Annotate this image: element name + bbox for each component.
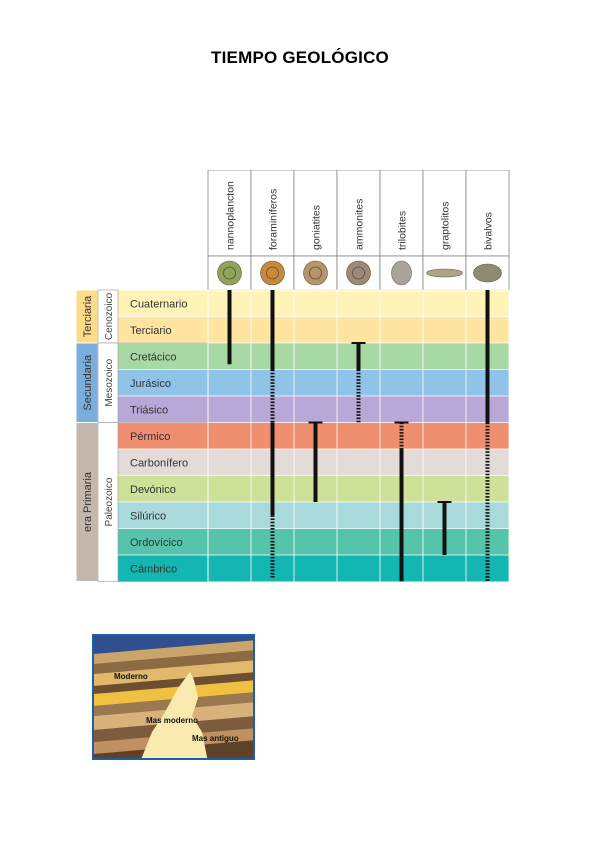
fossil-header-cell xyxy=(207,170,252,257)
modern-label: Moderno xyxy=(114,672,148,681)
subera-cell-2 xyxy=(97,422,119,582)
fossil-range-chart: nannoplancton foraminíferos goniatites ammo… xyxy=(75,170,510,582)
period-label-1: Terciario xyxy=(130,325,172,337)
subera-label-2: Paleozoico xyxy=(104,477,115,526)
period-row-1 xyxy=(118,316,509,343)
fossil-header-cell xyxy=(336,170,381,257)
era-label-0: Terciaria xyxy=(82,295,94,337)
bivalve-icon xyxy=(473,263,502,283)
period-row-0 xyxy=(118,290,509,317)
fossil-label-2: goniatites xyxy=(311,205,323,250)
subera-label-0: Cenozoico xyxy=(104,292,115,340)
page-title: TIEMPO GEOLÓGICO xyxy=(211,48,389,67)
nannoplankton-icon xyxy=(217,260,242,286)
period-label-8: Silúrico xyxy=(130,510,166,522)
fossil-header-cell xyxy=(379,170,424,257)
ammonite-icon-detail xyxy=(352,266,365,280)
older-label: Mas antiguo xyxy=(192,734,239,743)
era-label-1: Secundaria xyxy=(82,354,94,411)
strata-layer-4 xyxy=(94,672,253,694)
fossil-label-6: bivalvos xyxy=(483,212,495,250)
goniatite-icon-detail xyxy=(309,266,322,280)
fossil-label-1: foraminíferos xyxy=(268,189,280,250)
period-row-4 xyxy=(118,396,509,423)
period-label-2: Cretácico xyxy=(130,351,176,363)
fossil-label-0: nannoplancton xyxy=(225,181,237,250)
period-label-5: Pérmico xyxy=(130,431,170,443)
period-label-0: Cuaternario xyxy=(130,298,187,310)
strata-intrusion xyxy=(141,672,208,758)
more-modern-label: Mas moderno xyxy=(146,716,199,725)
period-label-4: Triásico xyxy=(130,404,168,416)
strata-layer-1 xyxy=(94,640,253,664)
period-row-2 xyxy=(118,343,509,370)
period-label-6: Carbonífero xyxy=(130,457,188,469)
fossil-header-cell xyxy=(465,170,510,257)
fossil-label-4: trilobites xyxy=(397,211,409,250)
strata-drawing xyxy=(94,636,253,758)
period-label-3: Jurásico xyxy=(130,378,171,390)
strata-layer-3 xyxy=(94,660,253,686)
fossil-label-5: graptolitos xyxy=(440,202,452,250)
graptolite-icon xyxy=(426,268,463,278)
trilobite-icon xyxy=(391,260,412,286)
period-label-10: Cámbrico xyxy=(130,563,177,575)
foraminifera-icon xyxy=(260,260,285,286)
ammonite-icon xyxy=(346,260,371,286)
strata-illustration: Moderno Mas moderno Mas antiguo xyxy=(92,634,255,760)
period-label-9: Ordovícico xyxy=(130,537,183,549)
period-row-8 xyxy=(118,502,509,529)
period-label-7: Devónico xyxy=(130,484,176,496)
strata-layer-5 xyxy=(94,680,253,706)
foraminifera-icon-detail xyxy=(266,266,279,280)
strata-layer-2 xyxy=(94,650,253,674)
goniatite-icon xyxy=(303,260,328,286)
nannoplankton-icon-detail xyxy=(223,266,236,280)
era-label-2: era Primaria xyxy=(82,471,94,532)
period-row-3 xyxy=(118,369,509,396)
period-row-10 xyxy=(118,555,509,582)
fossil-label-3: ammonites xyxy=(354,199,366,250)
subera-label-1: Mesozoico xyxy=(104,358,115,406)
